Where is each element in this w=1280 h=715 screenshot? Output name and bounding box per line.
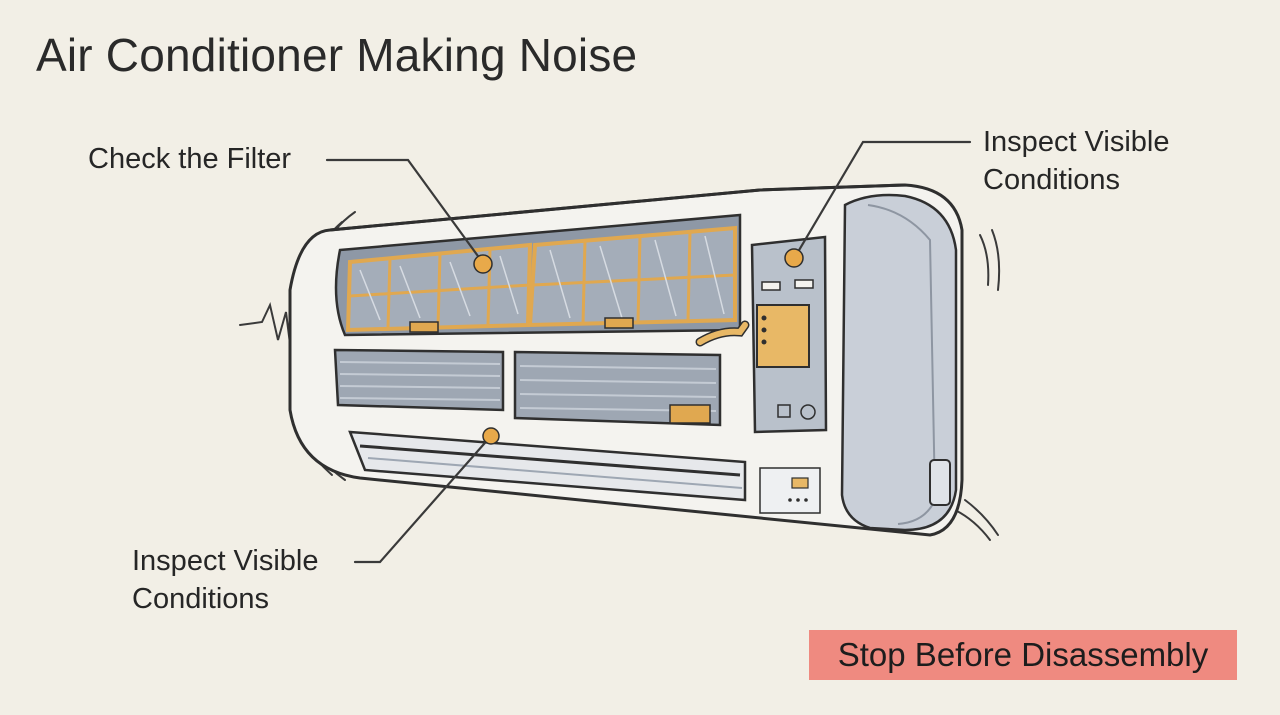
callout-lines: [325, 140, 972, 564]
marker-dot-vent: [482, 427, 500, 445]
vibration-lines-right: [954, 229, 1001, 541]
lower-vent: [348, 430, 821, 514]
page-title: Air Conditioner Making Noise: [36, 29, 638, 81]
leader-filter: [325, 158, 485, 265]
marker-dot-filter: [473, 254, 493, 274]
control-panel: [750, 235, 828, 434]
callout-check-filter: Check the Filter: [88, 140, 291, 178]
callout-inspect-top: Inspect Visible Conditions: [983, 123, 1169, 199]
callout-inspect-top-line1: Inspect Visible: [983, 126, 1170, 158]
front-louvers: [333, 348, 722, 427]
callout-inspect-bottom-line2: Conditions: [132, 583, 270, 615]
callout-inspect-bottom: Inspect Visible Conditions: [132, 542, 318, 618]
leader-bottom-left: [353, 434, 493, 564]
callout-inspect-top-line2: Conditions: [983, 164, 1121, 196]
air-filter-left: [345, 242, 533, 333]
marker-dot-panel: [784, 248, 804, 268]
air-filter-right: [527, 225, 737, 328]
ac-end-cap: [840, 193, 958, 532]
leader-top-right: [793, 140, 972, 259]
callout-check-filter-text: Check the Filter: [88, 143, 292, 175]
callout-inspect-bottom-line1: Inspect Visible: [132, 545, 319, 577]
warning-text: Stop Before Disassembly: [837, 636, 1209, 673]
warning-banner: Stop Before Disassembly: [809, 630, 1237, 680]
